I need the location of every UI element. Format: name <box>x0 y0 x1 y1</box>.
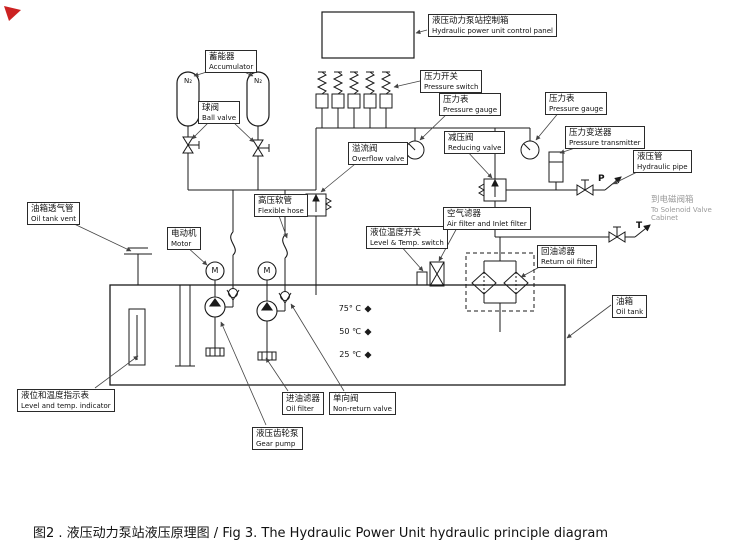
label-ball-valve: 球阀 Ball valve <box>198 101 241 125</box>
ball-valve-symbols <box>182 136 270 157</box>
level-temp-switch-symbol <box>416 271 428 286</box>
level-indicator-symbol <box>128 308 146 366</box>
accumulator-left-symbol <box>176 71 200 127</box>
label-pressure-gauge-2: 压力表 Pressure gauge <box>545 92 608 116</box>
ball-valve-right-symbol <box>252 139 270 157</box>
label-gear-pump: 液压齿轮泵 Gear pump <box>252 427 303 451</box>
label-level-temp-switch: 液位温度开关 Level & Temp. switch <box>366 226 448 250</box>
accumulator-symbols <box>176 71 270 127</box>
pressure-switches-symbol <box>315 71 393 109</box>
label-pressure-switch: 压力开关 Pressure switch <box>420 70 483 94</box>
temp-50-label: 50 ℃ <box>339 327 361 336</box>
check-valve-left-symbol <box>226 288 240 301</box>
overflow-valve-symbol <box>305 193 332 217</box>
pressure-gauge-1-symbol <box>405 140 425 160</box>
label-hydraulic-pipe: 液压管 Hydraulic pipe <box>633 150 692 174</box>
flexible-hose-right-symbol <box>282 234 288 259</box>
label-control-panel-en: Hydraulic power unit control panel <box>432 26 553 35</box>
label-oil-tank: 油箱 Oil tank <box>612 295 648 319</box>
label-pressure-transmitter: 压力变送器 Pressure transmitter <box>565 126 645 150</box>
label-non-return-valve: 单向阀 Non-return valve <box>329 392 396 416</box>
figure-caption: 图2 . 液压动力泵站液压原理图 / Fig 3. The Hydraulic … <box>33 526 608 541</box>
red-arrow-marker <box>4 6 21 21</box>
accumulator-right-symbol <box>246 71 270 127</box>
label-to-solenoid-cabinet: 到电磁阀箱 To Solenoid Valve Cabinet <box>651 195 712 223</box>
p-valve-symbol <box>576 179 594 196</box>
piping <box>175 108 651 367</box>
flexible-hose-left-symbol <box>230 231 236 256</box>
check-valve-right-symbol <box>278 291 292 304</box>
motor-left-symbol <box>205 261 225 281</box>
port-p-label: P <box>598 174 605 184</box>
motor-letter-left: M <box>211 266 219 275</box>
n2-label-right: N₂ <box>253 77 263 85</box>
t-valve-symbol <box>608 226 626 243</box>
pressure-transmitter-symbol <box>548 151 564 183</box>
temp-25-label: 25 ℃ <box>339 350 361 359</box>
n2-label-left: N₂ <box>183 77 193 85</box>
suction-strainer-left-symbol <box>205 347 225 357</box>
return-filter-symbol <box>465 252 535 312</box>
motor-right-symbol <box>257 261 277 281</box>
oil-tank-symbol <box>109 284 566 386</box>
temp-75-label: 75° C <box>338 304 361 313</box>
ball-valve-left-symbol <box>182 136 200 154</box>
label-return-oil-filter: 回油滤器 Return oil filter <box>537 245 598 269</box>
label-level-temp-indicator: 液位和温度指示表 Level and temp. indicator <box>17 389 115 413</box>
label-overflow-valve: 溢流阀 Overflow valve <box>348 142 409 166</box>
label-oil-tank-vent: 油箱透气管 Oil tank vent <box>27 202 81 226</box>
pump-right-symbol <box>256 300 278 322</box>
tank-vent-symbol <box>124 247 152 285</box>
temp-markers <box>364 305 372 359</box>
label-pressure-gauge-1: 压力表 Pressure gauge <box>439 93 502 117</box>
control-panel-symbol <box>321 11 415 59</box>
motor-letter-right: M <box>263 266 271 275</box>
label-control-panel: 液压动力泵站控制箱 Hydraulic power unit control p… <box>428 14 557 38</box>
leader-lines <box>69 29 646 426</box>
reducing-valve-symbol <box>478 178 507 202</box>
pump-left-symbol <box>204 296 226 318</box>
label-air-filter: 空气滤器 Air filter and Inlet filter <box>443 207 531 231</box>
label-motor: 电动机 Motor <box>167 227 201 251</box>
label-oil-filter: 进油滤器 Oil filter <box>282 392 325 416</box>
air-filter-symbol <box>429 261 445 287</box>
pressure-gauge-2-symbol <box>520 140 540 160</box>
label-accumulator: 蓄能器 Accumulator <box>205 50 258 74</box>
flexible-hose-symbols <box>230 231 288 259</box>
label-control-panel-zh: 液压动力泵站控制箱 <box>432 16 509 26</box>
label-flexible-hose: 高压软管 Flexible hose <box>254 194 308 218</box>
label-reducing-valve: 减压阀 Reducing valve <box>444 131 506 155</box>
port-t-label: T <box>636 221 643 231</box>
